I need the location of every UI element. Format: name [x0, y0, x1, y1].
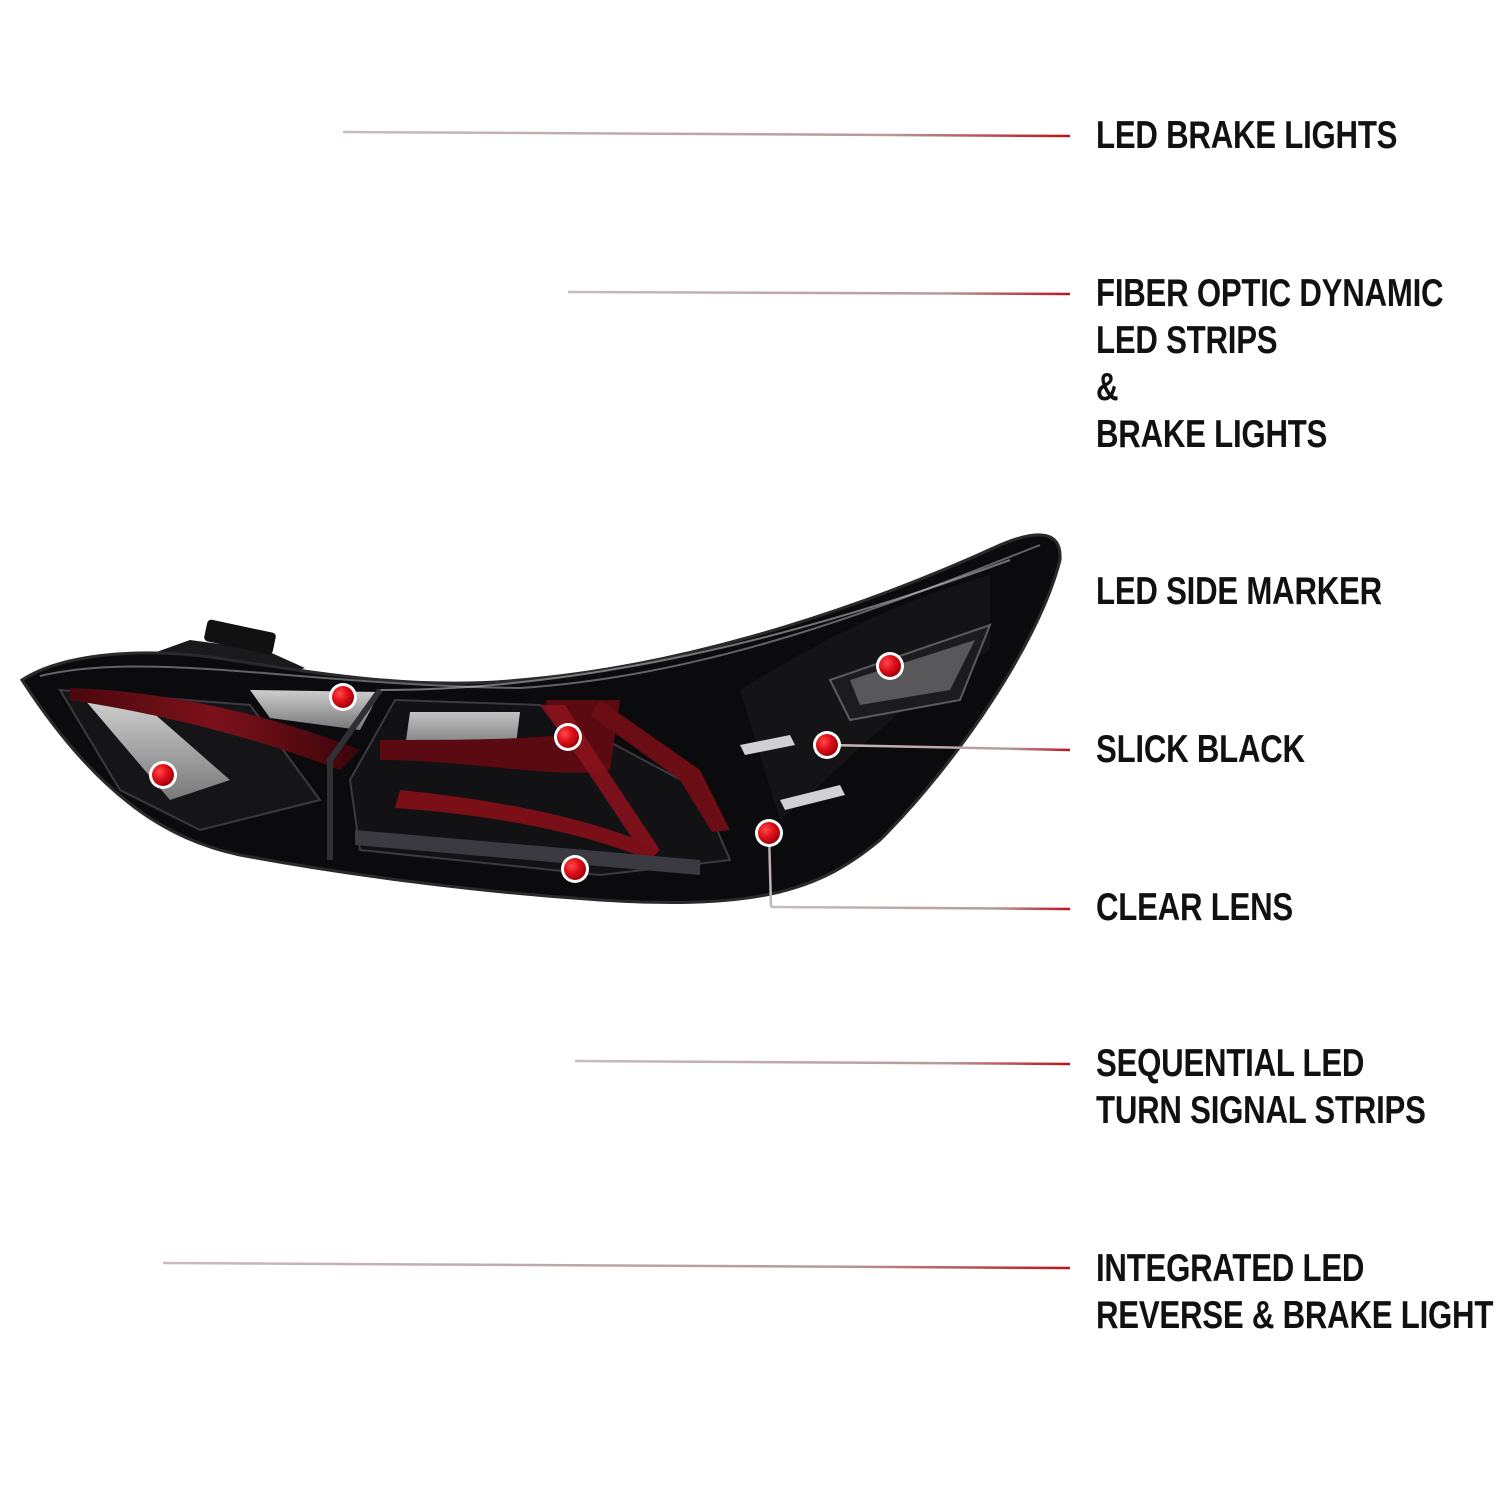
callout-label-side-marker: LED SIDE MARKER — [1096, 570, 1382, 613]
callout-label-slick-black: SLICK BLACK — [1096, 728, 1305, 771]
leader-lines — [161, 130, 1071, 1270]
callout-dot-clear-lens — [755, 819, 783, 847]
callout-label-sequential: SEQUENTIAL LED TURN SIGNAL STRIPS — [1096, 1042, 1426, 1132]
callout-label-fiber-optic: FIBER OPTIC DYNAMIC LED STRIPS & BRAKE L… — [1096, 272, 1444, 456]
callout-dot-integrated — [149, 761, 177, 789]
callout-dot-slick-black — [813, 731, 841, 759]
tail-light-housing — [19, 533, 1062, 904]
callout-dot-sequential — [561, 855, 589, 883]
callout-label-led-brake-lights: LED BRAKE LIGHTS — [1096, 114, 1398, 157]
callout-dot-led-brake-lights — [329, 683, 357, 711]
callout-dot-side-marker — [876, 652, 904, 680]
callout-dot-fiber-optic — [554, 723, 582, 751]
callout-label-clear-lens: CLEAR LENS — [1096, 886, 1293, 929]
callout-dots — [149, 652, 904, 883]
callout-label-integrated: INTEGRATED LED REVERSE & BRAKE LIGHT — [1096, 1247, 1494, 1337]
